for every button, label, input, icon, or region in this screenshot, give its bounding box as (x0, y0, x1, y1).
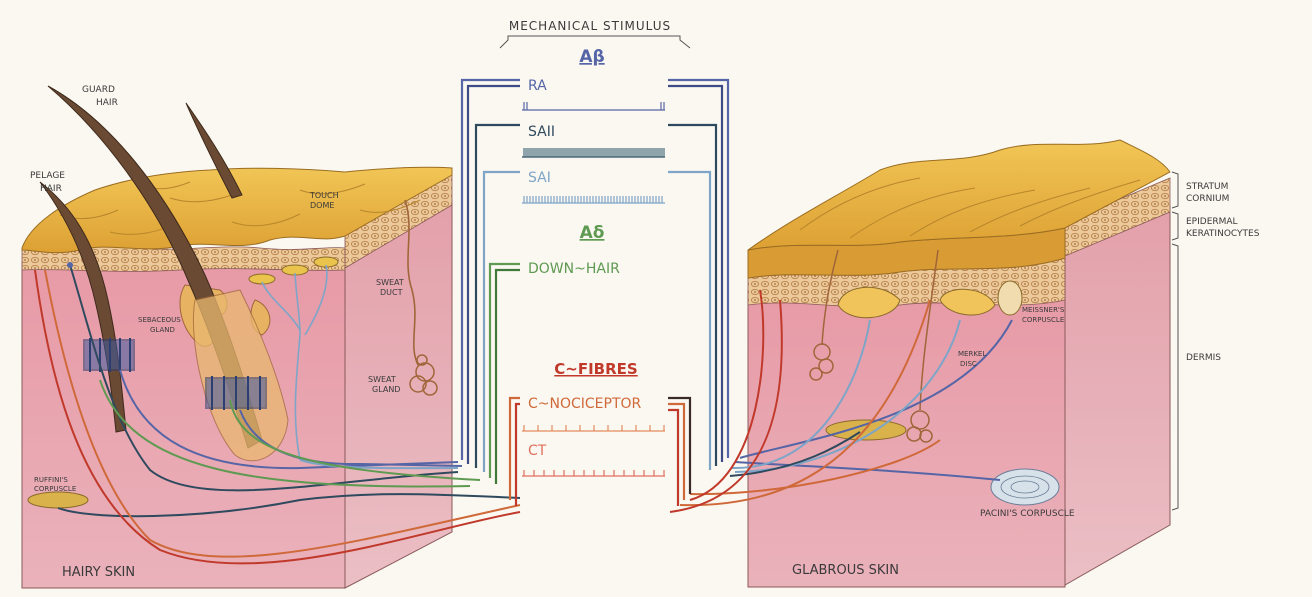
meissner-corpuscle (998, 281, 1022, 315)
abeta-group-label: Aβ (579, 47, 604, 67)
fibre-routing-lines (462, 80, 728, 506)
down-hair-label: DOWN~HAIR (528, 261, 620, 277)
sweat-gland-label: SWEAT GLAND (368, 375, 400, 394)
c-fibres-group-label: C~FIBRES (554, 360, 637, 378)
guard-hair-label: GUARD HAIR (82, 85, 118, 108)
pacini-corpuscle (991, 469, 1059, 505)
glabrous-skin-block (670, 140, 1170, 587)
layer-brackets (1172, 172, 1178, 510)
ra-label: RA (528, 78, 547, 94)
glabrous-skin-title: GLABROUS SKIN (792, 563, 899, 578)
pacini-label: PACINI'S CORPUSCLE (980, 509, 1075, 519)
ruffini-corpuscle (28, 492, 88, 508)
hairy-skin-title: HAIRY SKIN (62, 565, 135, 580)
stratum-cornium-label: STRATUM CORNIUM (1186, 182, 1231, 204)
sweat-duct-label: SWEAT DUCT (376, 278, 406, 297)
c-nociceptor-label: C~NOCICEPTOR (528, 396, 642, 412)
stimulus-label: MECHANICAL STIMULUS (509, 19, 671, 33)
epidermal-keratinocytes-label: EPIDERMAL KERATINOCYTES (1186, 217, 1260, 239)
dermis-label: DERMIS (1186, 353, 1221, 363)
ct-label: CT (528, 443, 547, 459)
ruffini-label: RUFFINI'S CORPUSCLE (34, 476, 76, 493)
adelta-group-label: Aδ (580, 223, 605, 243)
pelage-hair-label: PELAGE HAIR (30, 171, 68, 194)
sa1-label: SAI (528, 170, 551, 186)
firing-patterns (522, 102, 665, 476)
sa2-label: SAII (528, 124, 555, 140)
hairy-skin-block (22, 86, 520, 588)
